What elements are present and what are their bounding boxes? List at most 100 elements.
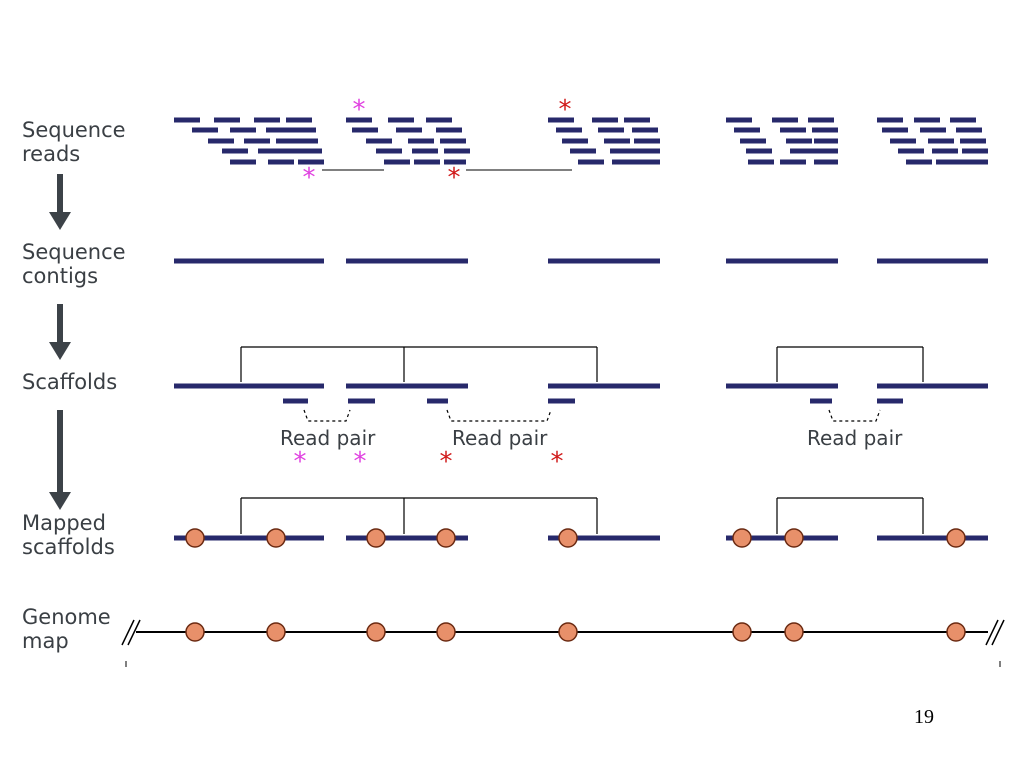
- sequence-read: [222, 148, 248, 154]
- sequence-read: [612, 159, 638, 165]
- sequence-read: [276, 138, 302, 144]
- marker-circle-icon: [946, 622, 966, 642]
- asterisk-icon: *: [303, 163, 316, 193]
- sequence-read: [624, 117, 650, 123]
- scaffold-contig: [346, 383, 468, 389]
- sequence-read: [556, 127, 582, 133]
- sequence-read: [772, 117, 798, 123]
- mapped-scaffold-contig: [726, 535, 838, 541]
- marker-circle-icon: [185, 528, 205, 548]
- read-pair-end: [283, 398, 308, 404]
- sequence-read: [444, 148, 470, 154]
- sequence-read: [632, 127, 658, 133]
- sequence-read: [780, 127, 806, 133]
- sequence-read: [396, 127, 422, 133]
- sequence-read: [636, 148, 660, 154]
- sequence-read: [920, 127, 946, 133]
- sequence-read: [898, 148, 924, 154]
- sequence-read: [562, 138, 588, 144]
- sequence-read: [814, 138, 838, 144]
- marker-circle-icon: [185, 622, 205, 642]
- sequence-read: [268, 159, 294, 165]
- asterisk-icon: *: [448, 163, 461, 193]
- read-pair-link: [303, 409, 351, 422]
- sequence-read: [578, 159, 604, 165]
- sequence-read: [928, 138, 954, 144]
- mapped-scaffold-contig: [548, 535, 660, 541]
- slide-number: 19: [914, 706, 934, 728]
- sequence-read: [384, 159, 410, 165]
- sequence-read: [548, 117, 574, 123]
- sequence-contig: [877, 258, 988, 264]
- read-pair-label: Read pair: [807, 426, 903, 450]
- scaffold-contig: [548, 383, 660, 389]
- sequence-read: [877, 117, 903, 123]
- sequence-contig: [174, 258, 324, 264]
- sequence-read: [592, 117, 618, 123]
- sequence-read: [746, 148, 772, 154]
- sequence-contig: [548, 258, 660, 264]
- marker-circle-icon: [266, 528, 286, 548]
- sequence-read: [748, 159, 774, 165]
- sequence-read: [230, 127, 256, 133]
- read-pair-link: [828, 409, 881, 422]
- stage-label-sequence-contigs: Sequence contigs: [22, 240, 126, 288]
- sequence-read: [956, 127, 982, 133]
- sequence-read: [790, 148, 816, 154]
- sequence-read: [408, 138, 434, 144]
- scaffold-contig: [174, 383, 324, 389]
- sequence-read: [960, 138, 986, 144]
- sequence-read: [280, 148, 306, 154]
- marker-circle-icon: [946, 528, 966, 548]
- asterisk-icon: *: [551, 447, 564, 477]
- sequence-read: [296, 148, 322, 154]
- sequence-read: [808, 117, 834, 123]
- arrow-down-icon: [49, 212, 71, 230]
- marker-circle-icon: [266, 622, 286, 642]
- sequence-read: [208, 138, 234, 144]
- sequence-read: [444, 159, 466, 165]
- read-pair-end: [427, 398, 448, 404]
- sequence-read: [192, 127, 218, 133]
- sequence-read: [914, 117, 940, 123]
- sequence-read: [214, 117, 240, 123]
- marker-circle-icon: [366, 622, 386, 642]
- sequence-read: [780, 159, 806, 165]
- marker-circle-icon: [732, 622, 752, 642]
- read-pair-end: [877, 398, 903, 404]
- break-mark-icon: [985, 619, 1005, 646]
- sequence-read: [298, 159, 324, 165]
- read-pair-end: [810, 398, 832, 404]
- sequence-read: [814, 148, 838, 154]
- mapped-scaffold-contig: [174, 535, 324, 541]
- sequence-read: [292, 138, 318, 144]
- sequence-read: [936, 159, 962, 165]
- sequence-read: [366, 138, 392, 144]
- marker-circle-icon: [366, 528, 386, 548]
- sequence-read: [174, 117, 200, 123]
- marker-circle-icon: [784, 528, 804, 548]
- sequence-read: [786, 138, 812, 144]
- sequence-read: [604, 138, 630, 144]
- sequence-read: [962, 148, 988, 154]
- sequence-read: [286, 117, 312, 123]
- stage-label-scaffolds: Scaffolds: [22, 370, 118, 394]
- sequence-read: [734, 127, 760, 133]
- marker-circle-icon: [558, 622, 578, 642]
- sequence-read: [932, 148, 958, 154]
- marker-circle-icon: [436, 528, 456, 548]
- sequence-read: [412, 148, 438, 154]
- sequence-read: [290, 127, 316, 133]
- sequence-read: [906, 159, 932, 165]
- asterisk-icon: *: [440, 447, 453, 477]
- sequence-contig: [726, 258, 838, 264]
- sequence-read: [950, 117, 976, 123]
- stage-label-sequence-reads: Sequence reads: [22, 118, 126, 166]
- sequence-read: [254, 117, 280, 123]
- read-pair-label: Read pair: [280, 426, 376, 450]
- sequence-read: [440, 138, 466, 144]
- sequence-read: [414, 159, 440, 165]
- sequence-read: [812, 127, 838, 133]
- sequence-read: [244, 138, 270, 144]
